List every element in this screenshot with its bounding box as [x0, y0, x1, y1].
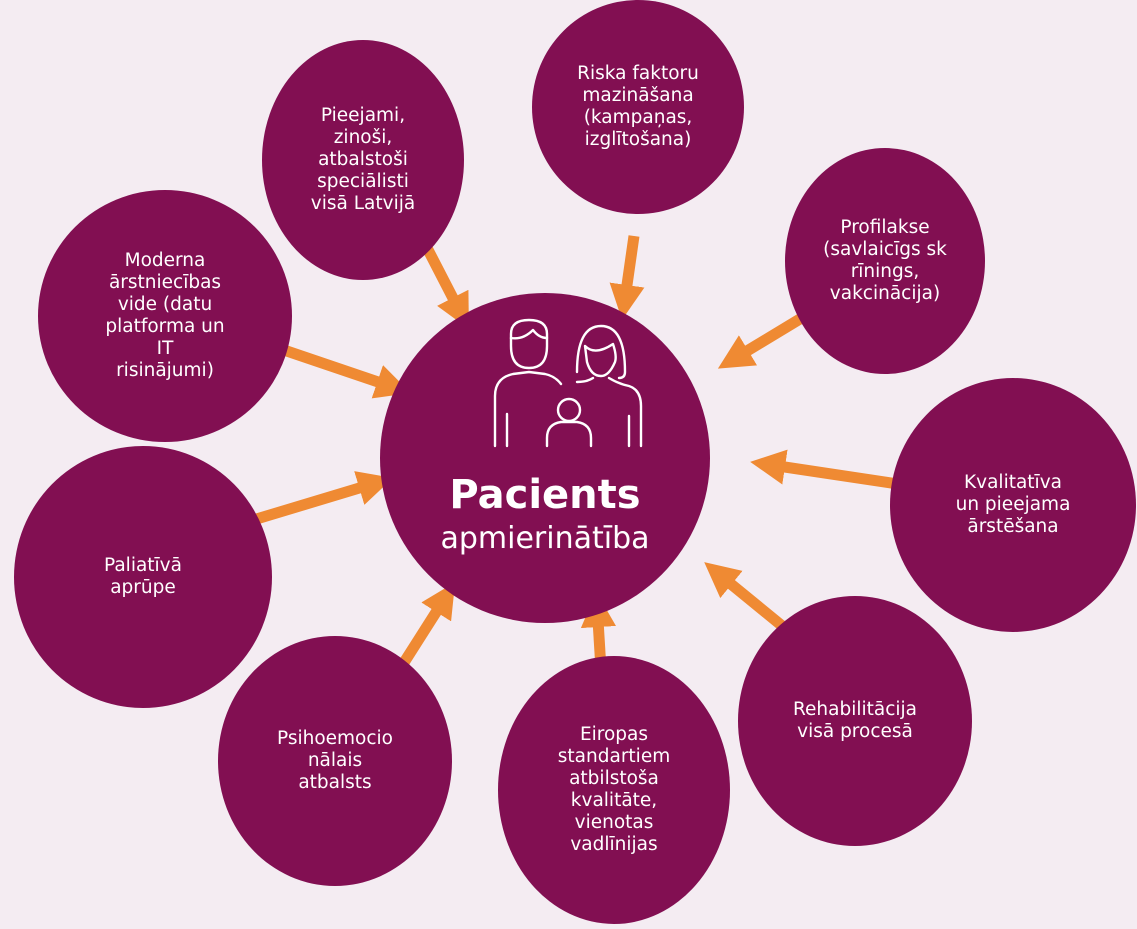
bubble-kvalitativa-label: Kvalitatīva un pieejama ārstēšana	[955, 472, 1071, 537]
bubble-profilakse-label: Profilakse (savlaicīgs sk rīnings, vakci…	[823, 217, 947, 304]
arrow-kvalitativa	[750, 449, 899, 490]
bubble-pieejami-label: Pieejami, zinoši, atbalstoši speciālisti…	[310, 105, 416, 214]
bubble-pieejami: Pieejami, zinoši, atbalstoši speciālisti…	[262, 40, 464, 280]
bubble-eiropas: Eiropas standartiem atbilstoša kvalitāte…	[498, 656, 730, 924]
arrow-pieejami	[419, 239, 469, 330]
center-subtitle: apmierinātība	[440, 521, 650, 556]
bubble-paliativa: Paliatīvā aprūpe	[14, 446, 272, 708]
center-text: Pacients apmierinātība	[380, 293, 710, 623]
bubble-profilakse: Profilakse (savlaicīgs sk rīnings, vakci…	[785, 148, 985, 374]
bubble-rehabilitacija-label: Rehabilitācija visā procesā	[792, 699, 917, 742]
bubble-riska: Riska faktoru mazināšana (kampaņas, izgl…	[532, 0, 744, 214]
bubble-kvalitativa: Kvalitatīva un pieejama ārstēšana	[890, 378, 1136, 632]
family-icon	[493, 318, 643, 448]
arrow-paliativa	[238, 471, 393, 530]
center-title: Pacients	[449, 472, 641, 518]
bubble-rehabilitacija: Rehabilitācija visā procesā	[738, 596, 972, 846]
bubble-eiropas-label: Eiropas standartiem atbilstoša kvalitāte…	[557, 724, 671, 855]
bubble-psihoemocio-label: Psihoemocio nālais atbalsts	[276, 728, 393, 793]
bubble-moderna-label: Moderna ārstniecības vide (datu platform…	[105, 250, 225, 381]
bubble-psihoemocio: Psihoemocio nālais atbalsts	[218, 636, 452, 886]
arrow-moderna	[270, 340, 411, 399]
bubble-paliativa-label: Paliatīvā aprūpe	[104, 555, 182, 598]
arrow-riska	[609, 235, 645, 320]
bubble-moderna: Moderna ārstniecības vide (datu platform…	[38, 190, 292, 442]
bubble-riska-label: Riska faktoru mazināšana (kampaņas, izgl…	[577, 63, 699, 150]
center-bubble	[380, 293, 710, 623]
